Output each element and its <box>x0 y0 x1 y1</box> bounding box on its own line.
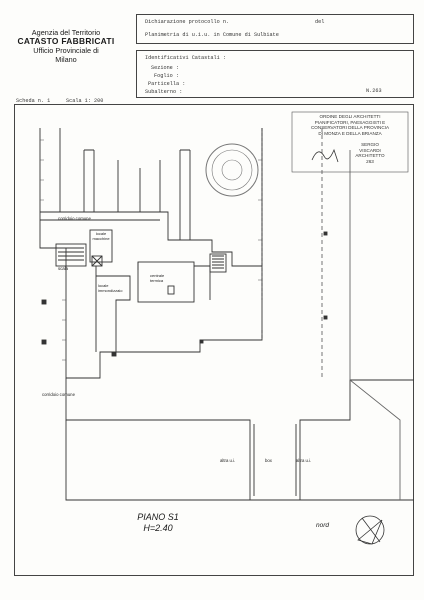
room-label-corridoio-top: corridoio comune <box>58 216 91 221</box>
identifiers-title: Identificativi Catastali : <box>145 55 226 61</box>
sheet-number: N.263 <box>366 88 382 94</box>
protocol-box: Dichiarazione protocollo n. del Planimet… <box>136 14 414 44</box>
catasto-title: CATASTO FABBRICATI <box>17 36 115 46</box>
protocol-date-label: del <box>315 19 325 25</box>
architect-first-name: SERGIO <box>361 142 379 147</box>
room-label-altra-right: altra u.i. <box>296 458 312 463</box>
room-label-corridoio-bottom: corridoio comune <box>42 392 75 397</box>
agency-heading: Agenzia del Territorio CATASTO FABBRICAT… <box>8 28 124 64</box>
architect-stamp: ORDINE DEGLI ARCHITETTI PIANIFICATORI, P… <box>300 114 400 136</box>
room-label-scala: scala <box>58 266 69 271</box>
sheet-bar: Scheda n. 1 Scala 1: 200 N.263 <box>14 88 414 106</box>
identifiers-box: Identificativi Catastali : Sezione : Fog… <box>136 50 414 98</box>
room-label-centrale-termica: centrale termica <box>150 273 165 283</box>
stamp-order: ORDINE DEGLI ARCHITETTI <box>319 114 381 119</box>
room-label-locale-macchine: locale macchine <box>92 231 110 241</box>
floor-designation: PIANO S1 H=2.40 <box>128 512 188 534</box>
architect-number: 263 <box>366 158 374 164</box>
floor-height: H=2.40 <box>143 523 173 533</box>
room-label-box: box <box>265 458 272 463</box>
architect-last-name: VISCARDI <box>359 147 381 153</box>
seal-stamp <box>205 143 259 197</box>
foglio-label: Foglio : <box>154 73 179 79</box>
particella-label: Particella : <box>148 81 186 87</box>
scale-label: Scala 1: 200 <box>66 98 104 104</box>
agency-name: Agenzia del Territorio <box>31 28 101 37</box>
plan-frame <box>14 104 414 576</box>
sezione-label: Sezione : <box>151 65 180 71</box>
stamp-conservators: CONSERVATORI DELLA PROVINCIA <box>310 125 390 131</box>
architect-role: ARCHITETTO <box>355 153 385 159</box>
room-label-altra-left: altra u.i. <box>220 458 236 463</box>
floor-level: PIANO S1 <box>137 512 179 522</box>
scheda-label: Scheda n. 1 <box>16 98 51 104</box>
stamp-province: DI MONZA E DELLA BRIANZA <box>318 130 382 136</box>
north-compass <box>355 515 385 545</box>
planimetry-label: Planimetria di u.i.u. in Comune di Sulbi… <box>145 32 279 38</box>
subalterno-label: Subalterno : <box>145 89 183 95</box>
room-label-locale-immondizie: locale immondizzaio <box>98 283 123 293</box>
office-city: Milano <box>55 55 77 64</box>
architect-name-block: SERGIO VISCARDI ARCHITETTO 263 <box>340 142 400 164</box>
protocol-label: Dichiarazione protocollo n. <box>145 19 230 25</box>
stamp-planners: PIANIFICATORI, PAESAGGISTI E <box>314 119 386 125</box>
compass-label: nord <box>316 522 330 529</box>
office-label: Ufficio Provinciale di <box>33 46 99 55</box>
